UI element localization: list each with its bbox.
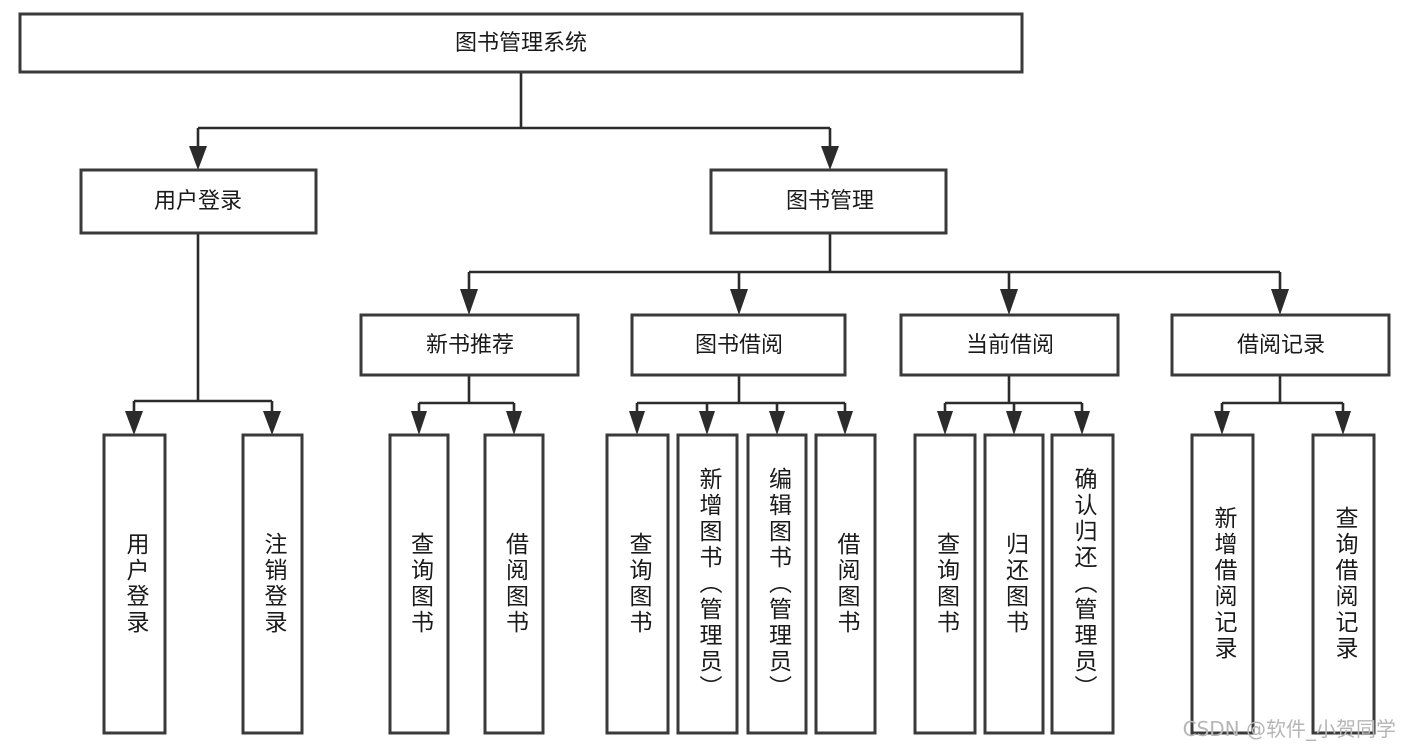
arrowhead-leaf-logout bbox=[263, 411, 281, 435]
node-new-book-rec[interactable]: 新书推荐 bbox=[359, 313, 580, 377]
user-login-label: 用户登录 bbox=[154, 189, 242, 214]
user-login-box[interactable] bbox=[79, 168, 318, 235]
book-borrow-label: 图书借阅 bbox=[695, 333, 783, 358]
connector-layer bbox=[125, 72, 1351, 435]
borrow-record-box[interactable] bbox=[1170, 313, 1391, 377]
new-book-rec-box[interactable] bbox=[359, 313, 580, 377]
leaf-box-layer bbox=[102, 433, 1376, 735]
leaf-query-book-c-box[interactable] bbox=[913, 433, 977, 735]
arrowhead-leaf-borrow-book-b bbox=[837, 411, 853, 435]
connector-root-bus bbox=[196, 72, 832, 148]
leaf-borrow-book-b-box[interactable] bbox=[814, 433, 877, 735]
leaf-edit-book-box[interactable] bbox=[746, 433, 808, 735]
arrowhead-leaf-edit-book bbox=[769, 411, 785, 435]
leaf-logout-box[interactable] bbox=[241, 433, 304, 735]
leaf-borrow-book-rec-box[interactable] bbox=[483, 433, 545, 735]
root-label: 图书管理系统 bbox=[455, 31, 587, 56]
arrowhead-book-manage bbox=[821, 146, 839, 170]
connector-bookmanage-bus bbox=[467, 233, 1282, 292]
arrowhead-leaf-add-book bbox=[699, 411, 715, 435]
connector-newbook-bus bbox=[417, 375, 516, 415]
arrowhead-leaf-confirm-return bbox=[1074, 411, 1090, 435]
arrowhead-leaf-query-book-c bbox=[937, 411, 953, 435]
connector-borrowrecord-bus bbox=[1220, 375, 1345, 415]
arrowhead-leaf-query-record bbox=[1335, 411, 1351, 435]
borrow-record-label: 借阅记录 bbox=[1237, 333, 1325, 358]
node-root[interactable]: 图书管理系统 bbox=[18, 12, 1024, 74]
book-borrow-box[interactable] bbox=[630, 313, 847, 377]
book-manage-box[interactable] bbox=[709, 168, 948, 235]
arrowhead-leaf-add-record bbox=[1214, 411, 1230, 435]
watermark-text: CSDN @软件_小贺同学 bbox=[1183, 717, 1396, 741]
leaf-return-book-box[interactable] bbox=[983, 433, 1045, 735]
node-borrow-record[interactable]: 借阅记录 bbox=[1170, 313, 1391, 377]
arrowhead-leaf-query-book-b bbox=[629, 411, 645, 435]
current-borrow-label: 当前借阅 bbox=[966, 333, 1054, 358]
arrowhead-leaf-borrow-book-rec bbox=[506, 411, 522, 435]
node-user-login[interactable]: 用户登录 bbox=[79, 168, 318, 235]
arrowhead-leaf-return-book bbox=[1006, 411, 1022, 435]
arrowhead-book-borrow bbox=[730, 289, 748, 315]
leaf-query-book-rec-box[interactable] bbox=[388, 433, 450, 735]
leaf-add-book-box[interactable] bbox=[676, 433, 739, 735]
node-book-borrow[interactable]: 图书借阅 bbox=[630, 313, 847, 377]
connector-bookborrow-bus bbox=[635, 375, 847, 415]
arrowhead-new-book-rec bbox=[460, 289, 478, 315]
new-book-rec-label: 新书推荐 bbox=[426, 333, 514, 358]
current-borrow-box[interactable] bbox=[899, 313, 1120, 377]
leaf-query-record-box[interactable] bbox=[1311, 433, 1376, 735]
arrowhead-user-login bbox=[189, 146, 207, 170]
arrowhead-leaf-query-book-rec bbox=[411, 411, 427, 435]
node-current-borrow[interactable]: 当前借阅 bbox=[899, 313, 1120, 377]
arrowhead-leaf-user-login bbox=[125, 411, 143, 435]
book-manage-label: 图书管理 bbox=[786, 189, 874, 214]
arrowhead-borrow-record bbox=[1271, 289, 1289, 315]
leaf-user-login-box[interactable] bbox=[102, 433, 167, 735]
leaf-confirm-return-box[interactable] bbox=[1050, 433, 1115, 735]
connector-currentborrow-bus bbox=[943, 375, 1084, 415]
connector-userlogin-bus bbox=[132, 233, 274, 415]
node-book-manage[interactable]: 图书管理 bbox=[709, 168, 948, 235]
leaf-query-book-b-box[interactable] bbox=[605, 433, 670, 735]
leaf-add-record-box[interactable] bbox=[1190, 433, 1255, 735]
root-box[interactable] bbox=[18, 12, 1024, 74]
arrowhead-current-borrow bbox=[1000, 289, 1018, 315]
